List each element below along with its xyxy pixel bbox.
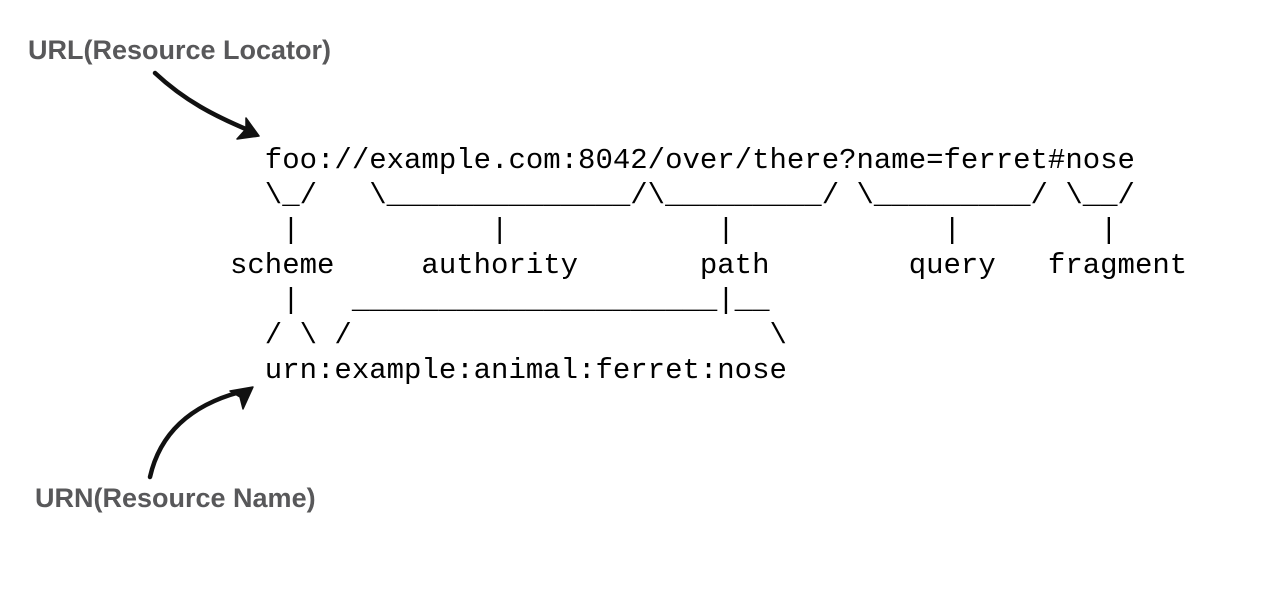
uri-ascii-diagram: foo://example.com:8042/over/there?name=f… xyxy=(230,144,1188,387)
urn-arrow-icon xyxy=(147,386,254,480)
url-label: URL(Resource Locator) xyxy=(28,35,332,65)
urn-label: URN(Resource Name) xyxy=(35,483,316,513)
url-arrow-icon xyxy=(152,70,260,140)
